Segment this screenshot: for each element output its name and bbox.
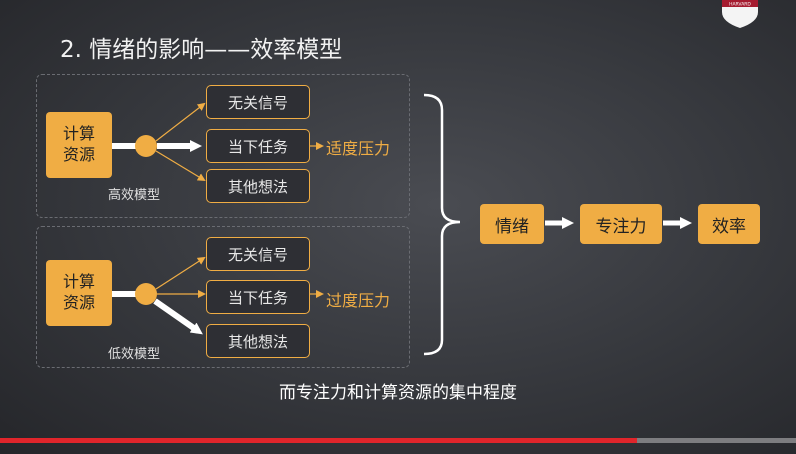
logo-text: HARVARD — [729, 2, 751, 8]
emotion-box: 情绪 — [480, 204, 544, 244]
low-other-thoughts-box: 其他想法 — [206, 324, 310, 358]
slide-title: 2. 情绪的影响——效率模型 — [60, 37, 343, 63]
excessive-pressure-label: 过度压力 — [326, 291, 391, 310]
video-progress-fill — [0, 438, 637, 443]
high-current-task-box: 当下任务 — [206, 129, 310, 163]
high-irrelevant-signal-box: 无关信号 — [206, 85, 310, 119]
video-progress-bar[interactable] — [0, 438, 796, 443]
harvard-shield-icon: HARVARD — [722, 0, 758, 28]
high-compute-resource-box: 计算 资源 — [46, 112, 112, 178]
focus-box: 专注力 — [580, 204, 662, 244]
low-model-group — [36, 226, 410, 368]
moderate-pressure-label: 适度压力 — [326, 139, 391, 158]
high-model-group — [36, 74, 410, 218]
low-compute-resource-box: 计算 资源 — [46, 260, 112, 326]
low-current-task-box: 当下任务 — [206, 280, 310, 314]
efficiency-box: 效率 — [698, 204, 760, 244]
low-model-label: 低效模型 — [108, 347, 161, 362]
low-irrelevant-signal-box: 无关信号 — [206, 237, 310, 271]
high-model-label: 高效模型 — [108, 188, 161, 203]
high-other-thoughts-box: 其他想法 — [206, 169, 310, 203]
subtitle-caption: 而专注力和计算资源的集中程度 — [279, 383, 517, 403]
